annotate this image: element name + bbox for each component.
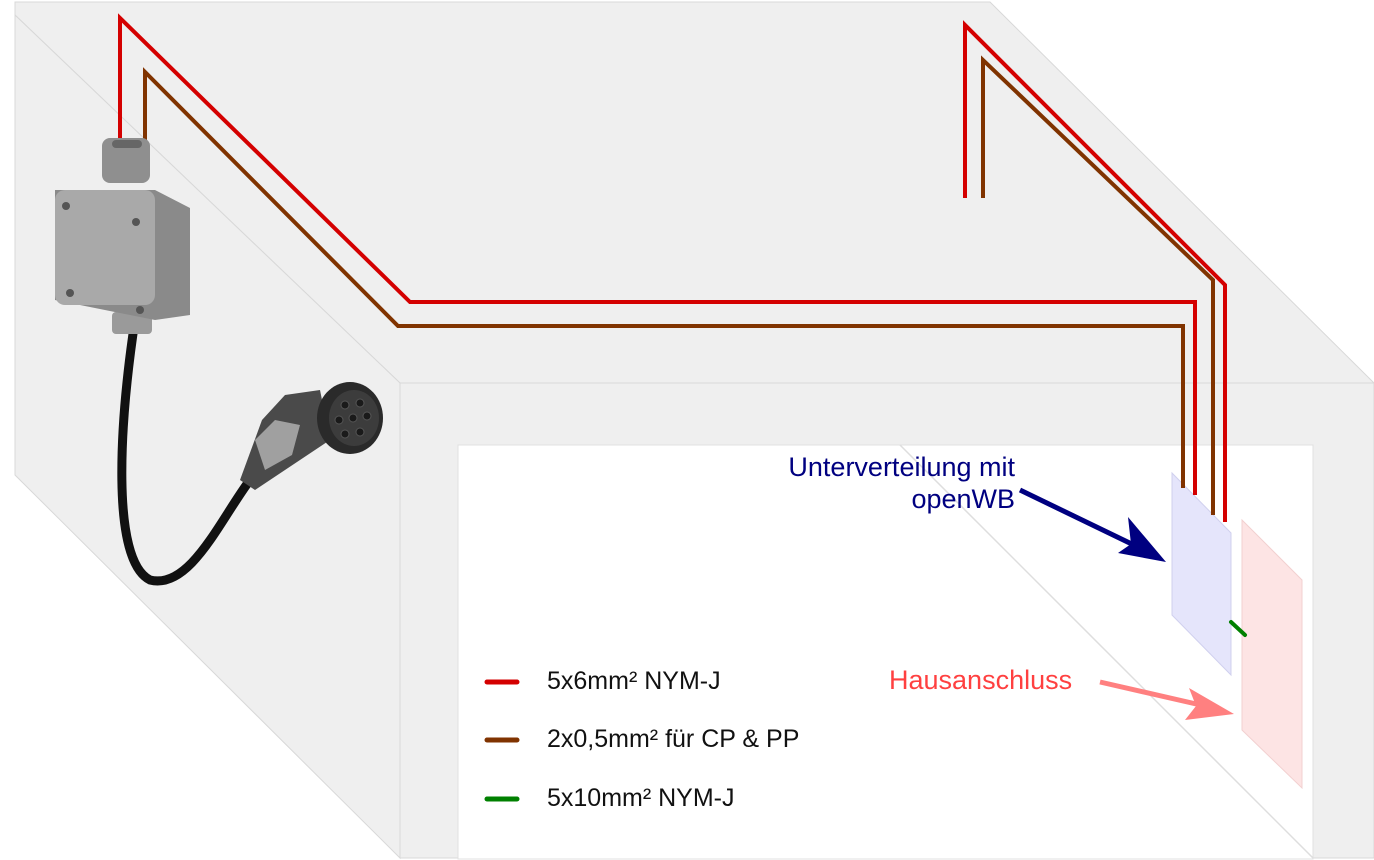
legend-label-signal: 2x0,5mm² für CP & PP: [547, 725, 800, 753]
junction-box-icon: [55, 138, 255, 586]
type2-charging-plug-icon: [240, 382, 383, 490]
feed-cable-green: [1229, 620, 1247, 637]
subdistribution-label-line2: openWB: [911, 484, 1015, 514]
house-connection-panel: [1241, 518, 1303, 790]
house-connection-arrowhead: [1185, 688, 1234, 720]
signal-cable-brown: [143, 67, 1185, 488]
signal-cable-brown-2: [981, 55, 1215, 515]
floor-edge-line: [899, 444, 1314, 859]
power-cable-red: [118, 13, 1197, 495]
house-connection-arrow: [1099, 679, 1206, 709]
subdistribution-label: Unterverteilung mit openWB: [788, 451, 1015, 515]
subdistribution-label-line1: Unterverteilung mit: [788, 452, 1015, 482]
power-cable-red-2: [963, 20, 1227, 522]
subdistribution-arrow: [1018, 487, 1142, 551]
legend-label-feed: 5x10mm² NYM-J: [547, 784, 735, 812]
wall-opening: [457, 444, 1314, 860]
house-connection-label: Hausanschluss: [889, 665, 1073, 695]
subdistribution-arrowhead: [1118, 517, 1166, 562]
legend-label-power: 5x6mm² NYM-J: [547, 667, 721, 695]
